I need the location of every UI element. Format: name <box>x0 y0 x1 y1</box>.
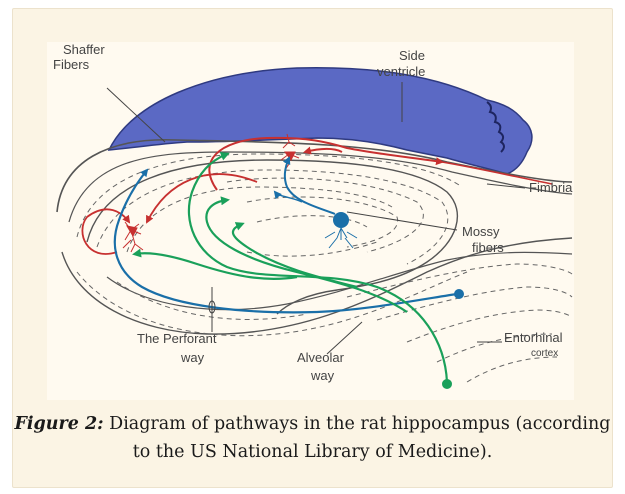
alveolar-pathway <box>135 154 447 382</box>
label-shaffer-2: Fibers <box>53 57 90 72</box>
side-ventricle-shape <box>109 68 532 174</box>
mossy-branch <box>275 192 302 202</box>
caption-figure-label: Figure 2: <box>14 414 103 434</box>
caption-text: Diagram of pathways in the rat hippocamp… <box>104 414 611 462</box>
label-ventricle: ventricle <box>377 64 425 79</box>
alveolar-origin-dot <box>442 379 452 389</box>
label-fimbria: Fimbria <box>529 180 573 195</box>
figure-caption: Figure 2: Diagram of pathways in the rat… <box>14 410 611 466</box>
label-perforant-2: way <box>180 350 205 365</box>
perforant-origin-dot <box>454 289 464 299</box>
dentate-granule-cell <box>325 212 357 248</box>
mossy-fiber-path <box>285 158 335 214</box>
label-alveolar-1: Alveolar <box>297 350 345 365</box>
perforant-pathway <box>115 170 457 312</box>
ca1-neuron <box>123 222 143 252</box>
label-cortex: cortex <box>531 348 558 359</box>
label-fibers: fibers <box>472 240 504 255</box>
label-mossy: Mossy <box>462 224 500 239</box>
label-entorhinal: Entorhinal <box>504 330 563 345</box>
hippocampus-diagram: Shaffer Fibers Side ventricle Fimbria Mo… <box>47 42 574 400</box>
cornu-ammonis-outline <box>87 160 457 314</box>
label-perforant-1: The Perforant <box>137 331 217 346</box>
dashed-layers <box>77 154 572 382</box>
label-side: Side <box>399 48 425 63</box>
label-shaffer-1: Shaffer <box>63 42 105 57</box>
label-alveolar-2: way <box>310 368 335 383</box>
